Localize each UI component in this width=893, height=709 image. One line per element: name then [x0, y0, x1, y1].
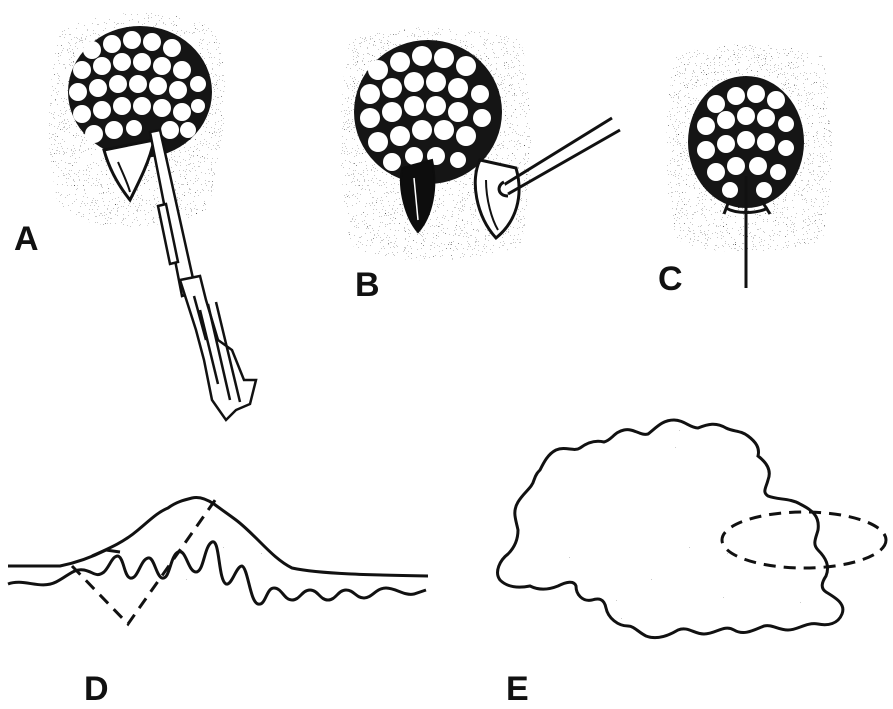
panel-d — [8, 496, 428, 624]
panel-e — [498, 420, 886, 638]
panel-label-b: B — [355, 268, 380, 302]
panel-label-d: D — [84, 672, 109, 706]
panel-b — [341, 27, 621, 260]
panel-label-e: E — [506, 672, 529, 706]
panel-label-c: C — [658, 262, 683, 296]
panel-label-a: A — [14, 222, 39, 256]
panel-a — [49, 13, 256, 420]
panel-c — [667, 44, 832, 288]
